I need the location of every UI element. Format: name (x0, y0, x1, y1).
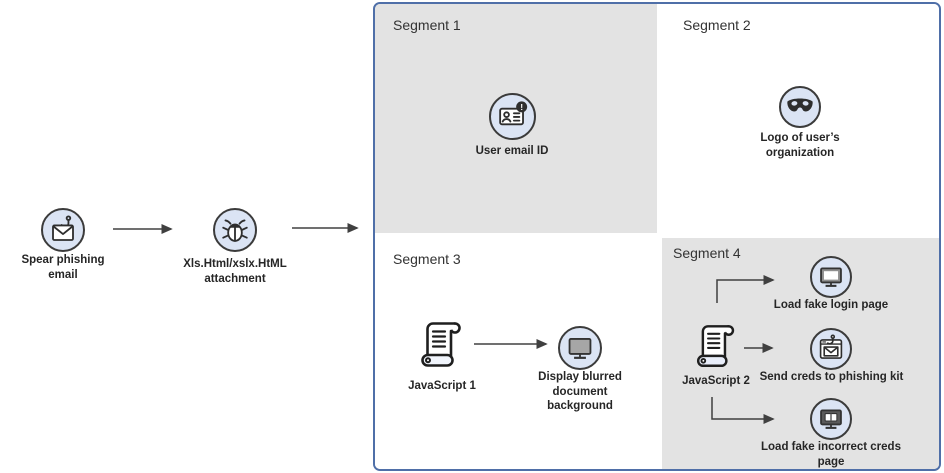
fake-login-page-label: Load fake login page (773, 299, 889, 311)
browser-mail-hook-icon (819, 334, 843, 359)
segment-3-panel: Segment 3 (375, 238, 657, 469)
spear-phishing-email-label: Spear phishing email (21, 254, 105, 281)
send-creds-label: Send creds to phishing kit (759, 371, 904, 383)
script-scroll-icon-2 (696, 325, 735, 367)
segments-container: Segment 1 Segment 2 Segment 3 Segment 4 (373, 2, 941, 471)
organization-logo-node (779, 86, 821, 128)
user-email-id-node: ! (489, 93, 536, 140)
svg-text:!: ! (520, 102, 523, 112)
fake-login-page-node (810, 256, 852, 298)
attachment-node (213, 208, 257, 252)
javascript-1-label: JavaScript 1 (408, 380, 476, 392)
segment-4-title: Segment 4 (673, 245, 741, 261)
display-blurred-label: Display blurred document background (538, 371, 622, 413)
attachment-label: Xls.Html/xslx.HtML attachment (183, 258, 287, 285)
mask-icon (787, 98, 813, 112)
send-creds-node (810, 328, 852, 370)
segment-3-title: Segment 3 (393, 251, 461, 267)
script-scroll-icon-1 (421, 322, 461, 367)
monitor-login-icon (820, 267, 842, 287)
segment-2-title: Segment 2 (683, 17, 751, 33)
monitor-dialog-icon (820, 409, 842, 429)
contact-card-alert-icon: ! (499, 101, 528, 126)
fake-incorrect-creds-label: Load fake incorrect creds page (761, 441, 901, 468)
hooked-envelope-icon (52, 215, 74, 241)
monitor-gray-icon (568, 338, 592, 359)
fake-incorrect-creds-node (810, 398, 852, 440)
display-blurred-node (558, 326, 602, 370)
javascript-2-label: JavaScript 2 (682, 375, 750, 387)
bug-icon (222, 219, 248, 242)
user-email-id-label: User email ID (475, 145, 549, 157)
organization-logo-label: Logo of user’s organization (760, 132, 840, 159)
spear-phishing-email-node (41, 208, 85, 252)
segment-1-title: Segment 1 (393, 17, 461, 33)
